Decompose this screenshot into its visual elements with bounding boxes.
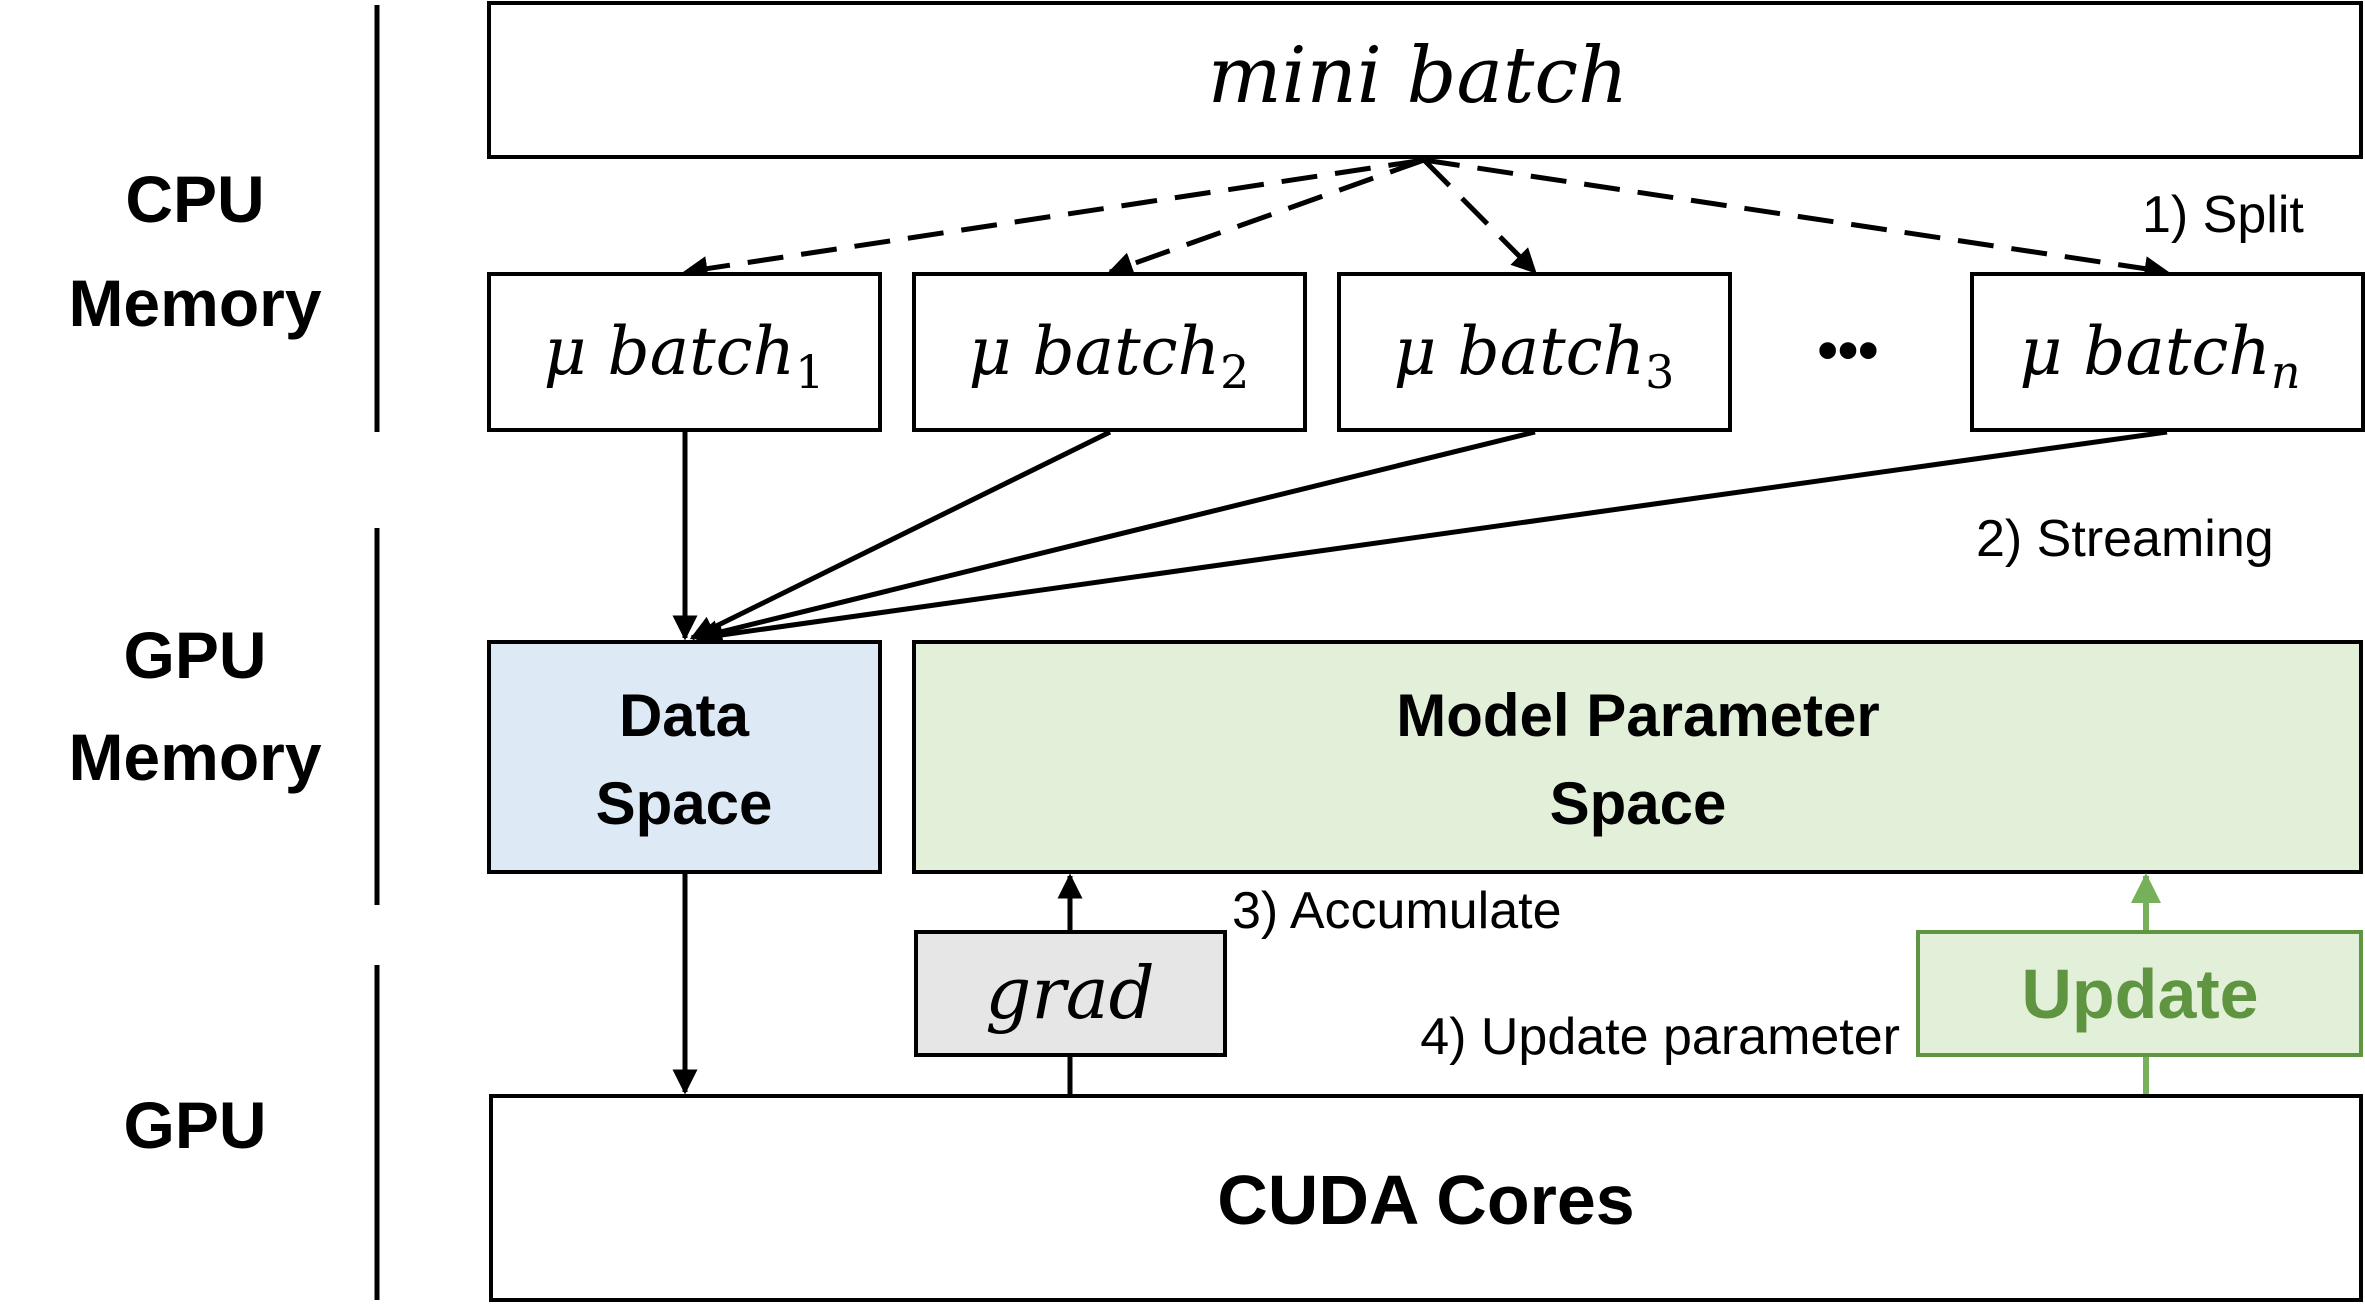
split-arrows [682, 157, 2170, 282]
model-space-label-line2: Space [1550, 770, 1727, 837]
model-space-label-line1: Model Parameter [1396, 682, 1880, 749]
micro-batch-label-1: μ batch1 [544, 313, 825, 399]
update-box [1916, 930, 2363, 1057]
micro-batch-label-2: μ batch2 [969, 313, 1250, 399]
split-arrow-1 [682, 157, 1425, 281]
step-update-parameter-label: 4) Update parameter [1420, 1008, 1900, 1066]
gpu-memory-label-line1: GPU [123, 618, 266, 692]
grad-box [914, 930, 1227, 1057]
cuda-cores-label: CUDA Cores [1217, 1161, 1634, 1239]
cpu-memory-label-line1: CPU [125, 162, 264, 236]
data-space-label-line1: Data [619, 682, 750, 749]
mini-batch-label: mini batch [1208, 31, 1629, 121]
micro-batch-label-n: μ batchn [2019, 313, 2300, 399]
stream-arrow-n [697, 429, 2168, 648]
streaming-arrows [672, 429, 2168, 648]
micro-batch-box-1 [487, 272, 882, 432]
gpu-label: GPU [123, 1088, 266, 1162]
stream-arrow-3 [693, 429, 1536, 645]
data-space-label-line2: Space [596, 770, 773, 837]
stream-arrow-2 [689, 429, 1112, 641]
step-split-label: 1) Split [2142, 186, 2304, 244]
cuda-cores-box [489, 1094, 2363, 1302]
micro-batch-ellipsis: ••• [1818, 318, 1879, 383]
step-accumulate-label: 3) Accumulate [1232, 882, 1562, 940]
data-space-box [487, 640, 882, 874]
model-parameter-space-box [912, 640, 2363, 874]
grad-label: grad [985, 951, 1155, 1035]
mini-batch-box [487, 1, 2363, 159]
cpu-memory-label-line2: Memory [68, 266, 321, 340]
split-arrow-n [1423, 157, 2170, 282]
step-streaming-label: 2) Streaming [1976, 510, 2274, 568]
split-arrow-3 [1422, 158, 1537, 274]
micro-batch-box-n [1970, 272, 2365, 432]
update-label: Update [2021, 955, 2258, 1033]
micro-batch-box-2 [912, 272, 1307, 432]
micro-batch-label-3: μ batch3 [1394, 313, 1675, 399]
gpu-memory-label-line2: Memory [68, 720, 321, 794]
split-arrow-2 [1107, 157, 1425, 277]
